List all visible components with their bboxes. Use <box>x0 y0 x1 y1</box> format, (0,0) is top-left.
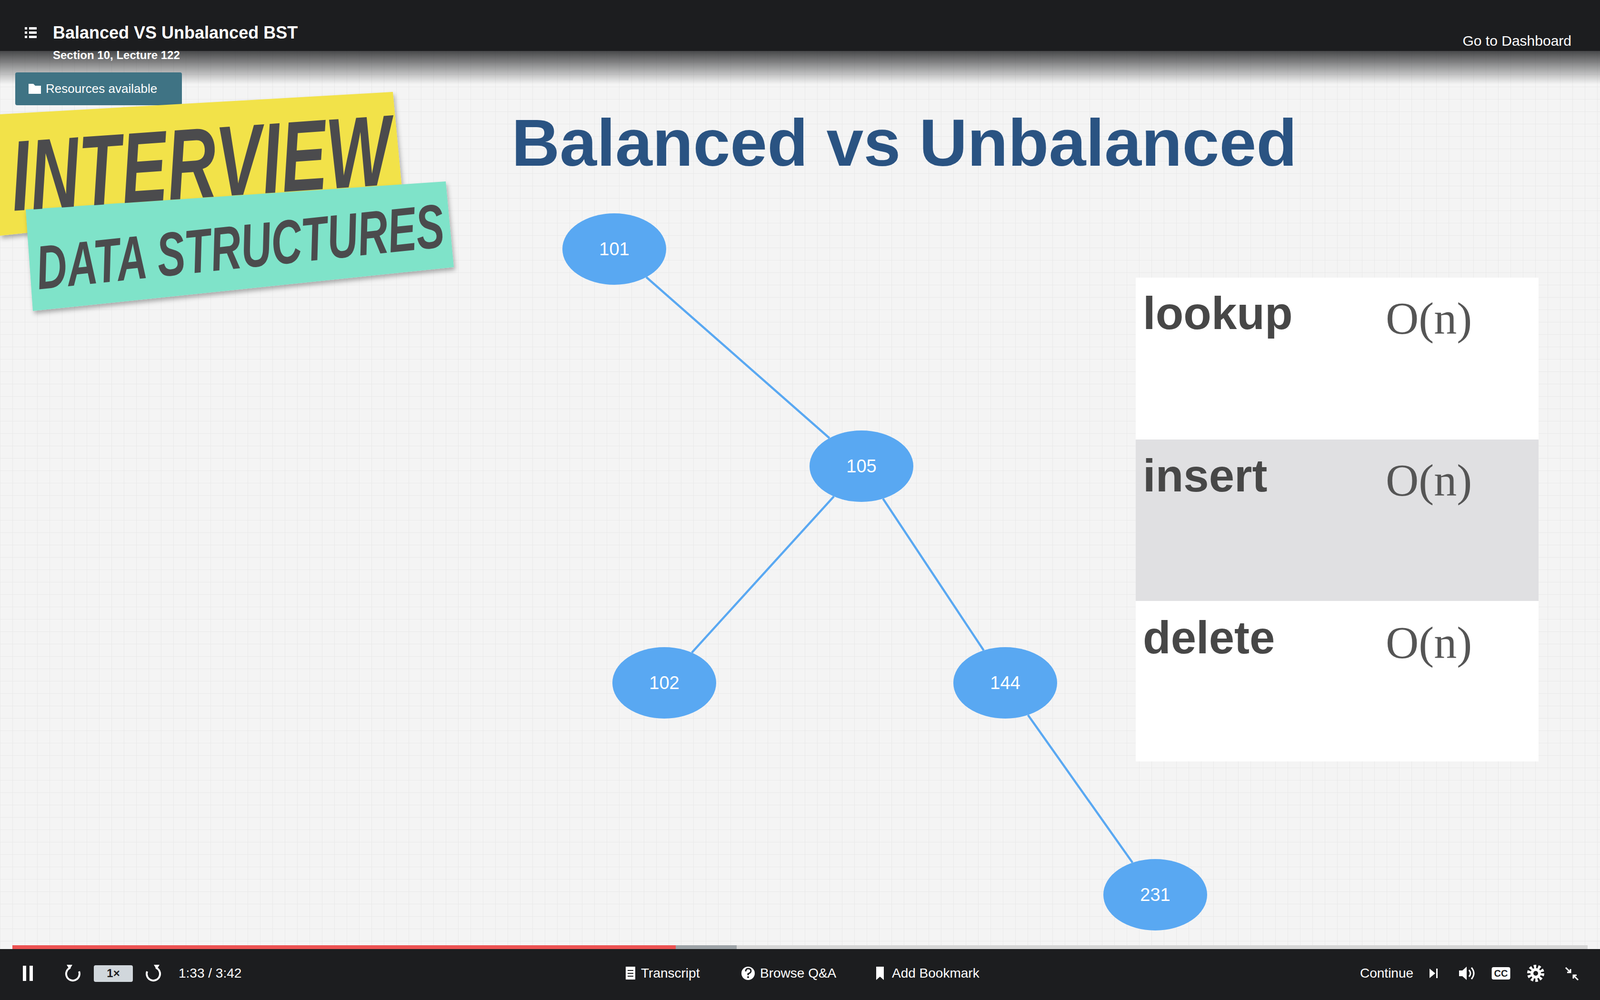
menu-icon <box>24 35 28 39</box>
progress-played <box>12 945 676 950</box>
table-cell: O(n) <box>1385 457 1472 504</box>
control-label: Browse Q&A <box>760 966 837 980</box>
menu-icon <box>29 31 37 34</box>
table-row <box>1135 277 1539 440</box>
continue-icon <box>1436 968 1438 979</box>
fullscreen-icon <box>1565 967 1579 980</box>
node-value: 101 <box>599 240 630 259</box>
tree-node: 231 <box>1103 859 1208 931</box>
transcript-icon <box>627 975 634 977</box>
volume-icon <box>1471 967 1474 980</box>
tree-node: 105 <box>809 430 914 502</box>
speed-button: 1× <box>106 967 120 980</box>
transcript-icon <box>627 972 634 974</box>
transcript-icon <box>627 970 634 971</box>
menu-icon <box>24 31 28 34</box>
resources-button-text: Resources available <box>45 82 158 95</box>
tree-node: 102 <box>612 647 717 719</box>
menu-icon <box>29 35 37 39</box>
forward-icon <box>153 964 160 970</box>
node-value: 144 <box>990 673 1020 692</box>
settings-icon <box>1533 970 1539 976</box>
table-cell: lookup <box>1142 290 1293 337</box>
rewind-icon <box>66 967 80 981</box>
tree-edge <box>646 277 830 439</box>
table-cell: O(n) <box>1385 620 1472 666</box>
node-value: 105 <box>846 457 877 476</box>
menu-icon <box>24 27 28 30</box>
dashboard-link: Go to Dashboard <box>1462 33 1572 49</box>
transcript-icon <box>625 966 636 980</box>
qa-icon <box>747 976 750 979</box>
tree-node: 144 <box>953 647 1058 719</box>
control-label: Transcript <box>640 966 700 980</box>
folder-icon <box>28 83 41 94</box>
control-label: Add Bookmark <box>891 966 980 980</box>
time-display: 1:33 / 3:42 <box>178 966 242 980</box>
tree-node: 101 <box>562 213 667 285</box>
node-value: 231 <box>1140 885 1170 904</box>
control-bar <box>0 949 1600 1000</box>
pause-icon <box>22 965 27 981</box>
rewind-icon <box>66 964 73 970</box>
tree-edge <box>882 498 984 651</box>
table-row <box>1135 600 1539 762</box>
menu-icon <box>29 27 37 30</box>
forward-icon <box>146 967 160 981</box>
tree-edge <box>1028 714 1133 863</box>
speed-box <box>93 965 133 982</box>
table-cell: delete <box>1142 614 1275 661</box>
cc-button: CC <box>1491 967 1511 980</box>
control-label: Continue <box>1360 966 1414 980</box>
qa-icon <box>745 968 751 976</box>
continue-icon <box>1429 968 1436 979</box>
bookmark-icon <box>876 966 884 980</box>
table-cell: insert <box>1142 452 1268 499</box>
settings-icon <box>1529 966 1543 980</box>
progress-track <box>12 945 1588 950</box>
slide-title: Balanced vs Unbalanced <box>511 109 1298 177</box>
qa-icon <box>741 966 755 980</box>
progress-buffer <box>675 945 737 950</box>
top-bar-fade <box>0 50 1600 85</box>
table-row <box>1135 439 1539 601</box>
top-bar <box>0 0 1600 51</box>
course-title: Balanced VS Unbalanced BST <box>52 24 298 42</box>
node-value: 102 <box>649 673 680 692</box>
pause-icon <box>29 965 33 981</box>
table-cell: O(n) <box>1385 295 1472 342</box>
volume-icon <box>1459 966 1467 980</box>
settings-icon <box>1530 968 1541 979</box>
volume-icon <box>1469 970 1471 977</box>
lecture-number: Section 10, Lecture 122 <box>52 49 180 61</box>
resources-button <box>15 72 182 106</box>
tree-edge <box>691 496 834 653</box>
